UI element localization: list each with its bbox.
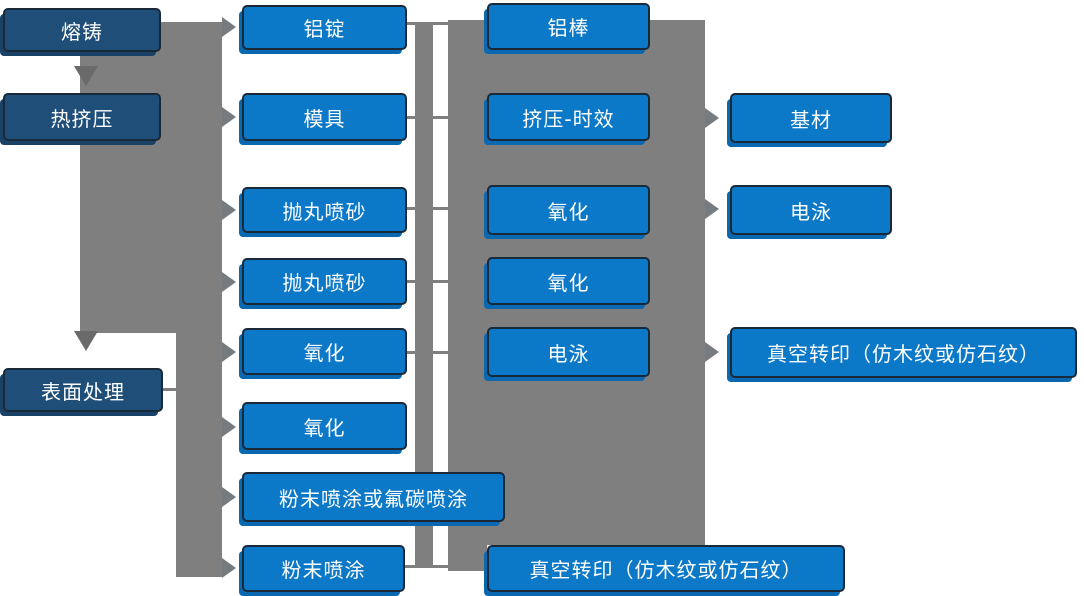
arrow-to-shot-blasting-2-icon — [222, 272, 236, 292]
node-mold: 模具 — [242, 93, 407, 141]
arrow-to-powder-coating-icon — [222, 558, 236, 578]
node-surface-treatment: 表面处理 — [3, 368, 163, 412]
node-oxidation-2: 氧化 — [242, 402, 407, 450]
node-vacuum-transfer-right: 真空转印（仿木纹或仿石纹） — [730, 327, 1077, 378]
arrow-to-electrophoresis-2-icon — [705, 199, 719, 219]
node-oxidation-3: 氧化 — [487, 185, 650, 235]
node-shot-blasting-1: 抛丸喷砂 — [242, 187, 407, 233]
arrow-to-substrate-icon — [705, 108, 719, 128]
connector-mid-bus — [415, 23, 433, 568]
link-powder-to-vacuum — [405, 565, 489, 568]
link-mold-to-extrusion — [405, 116, 450, 119]
link-blast1-to-oxidation — [405, 207, 450, 210]
link-oxidation-to-ep — [405, 351, 450, 354]
node-oxidation-1: 氧化 — [242, 328, 407, 375]
node-powder-coating: 粉末喷涂 — [242, 545, 405, 592]
arrow-to-aluminum-ingot-icon — [222, 17, 236, 37]
arrow-to-vacuum-right-icon — [705, 342, 719, 362]
node-extrusion-aging: 挤压-时效 — [487, 93, 650, 141]
link-blast2-to-oxidation — [405, 280, 450, 283]
node-electrophoresis-2: 电泳 — [730, 185, 892, 235]
link-ingot-to-rod — [405, 22, 450, 25]
node-shot-blasting-2: 抛丸喷砂 — [242, 258, 407, 305]
node-electrophoresis-1: 电泳 — [487, 327, 650, 377]
arrow-to-shot-blasting-1-icon — [222, 200, 236, 220]
node-melting-casting: 熔铸 — [3, 8, 161, 52]
node-substrate: 基材 — [730, 93, 892, 143]
node-aluminum-ingot: 铝锭 — [242, 5, 407, 50]
node-powder-or-fluorocarbon-coating: 粉末喷涂或氟碳喷涂 — [242, 472, 505, 522]
arrow-to-oxidation-1-icon — [222, 342, 236, 362]
node-oxidation-4: 氧化 — [487, 257, 650, 305]
node-aluminum-rod: 铝棒 — [487, 3, 650, 50]
arrow-to-mold-icon — [222, 107, 236, 127]
arrow-down-to-hot-extrusion-icon — [74, 66, 98, 86]
arrow-down-to-surface-treatment-icon — [74, 331, 98, 351]
link-surface-treatment-to-bus — [163, 388, 178, 391]
node-vacuum-transfer-bottom: 真空转印（仿木纹或仿石纹） — [487, 545, 845, 592]
arrow-to-powder-fluoro-icon — [222, 487, 236, 507]
arrow-to-oxidation-2-icon — [222, 417, 236, 437]
connector-left-bus-bottom — [176, 22, 222, 577]
node-hot-extrusion: 热挤压 — [3, 93, 161, 141]
